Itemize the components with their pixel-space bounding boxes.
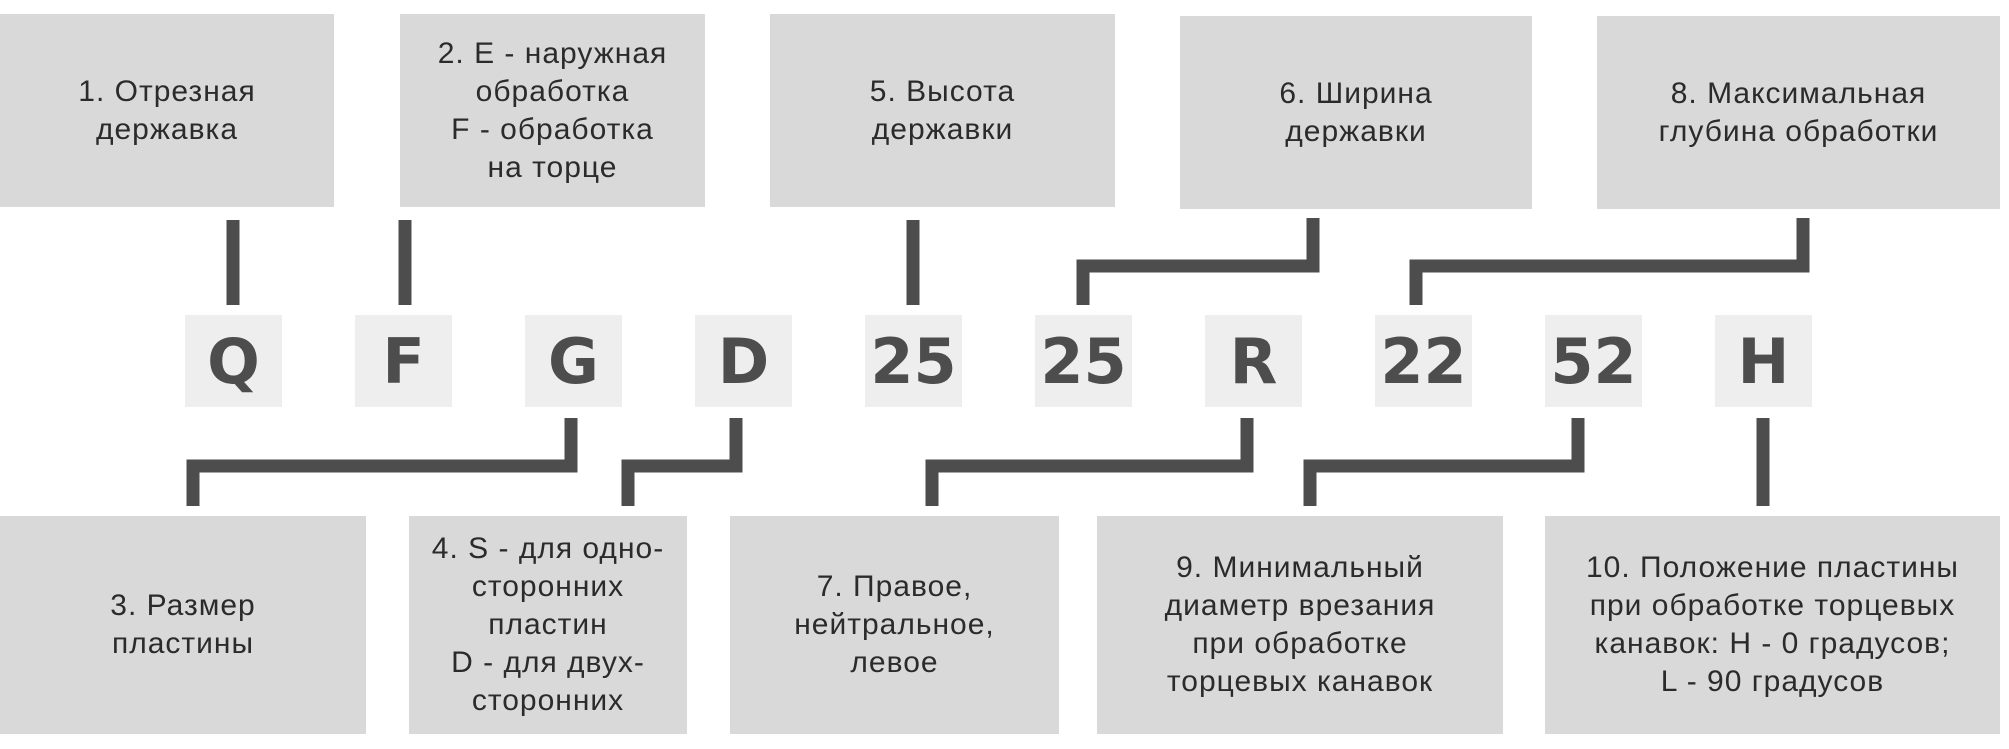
label-machining-type: 2. E - наружная обработка F - обработка … <box>400 14 705 207</box>
code-segment-7: R <box>1205 315 1302 407</box>
connector-9 <box>1303 418 1585 506</box>
label-holder-height: 5. Высота державки <box>770 14 1115 207</box>
code-segment-1: Q <box>185 315 282 407</box>
label-insert-position: 10. Положение пластины при обработке тор… <box>1545 516 2000 734</box>
connector-5 <box>1409 218 1810 305</box>
connector-6 <box>186 418 578 506</box>
label-holder-type: 1. Отрезная державка <box>0 14 334 207</box>
code-segment-3: G <box>525 315 622 407</box>
label-holder-width: 6. Ширина державки <box>1180 16 1532 209</box>
connector-7 <box>621 418 743 506</box>
label-hand: 7. Правое, нейтральное, левое <box>730 516 1059 734</box>
label-max-depth: 8. Максимальная глубина обработки <box>1597 16 2000 209</box>
connector-4 <box>1076 218 1320 305</box>
label-insert-size: 3. Размер пластины <box>0 516 366 734</box>
code-segment-4: D <box>695 315 792 407</box>
code-segment-8: 22 <box>1375 315 1472 407</box>
code-segment-6: 25 <box>1035 315 1132 407</box>
code-segment-2: F <box>355 315 452 407</box>
label-min-diameter: 9. Минимальный диаметр врезания при обра… <box>1097 516 1503 734</box>
label-insert-sides: 4. S - для одно- сторонних пластин D - д… <box>409 516 687 734</box>
connector-8 <box>925 418 1254 506</box>
code-segment-5: 25 <box>865 315 962 407</box>
code-segment-9: 52 <box>1545 315 1642 407</box>
code-segment-10: H <box>1715 315 1812 407</box>
